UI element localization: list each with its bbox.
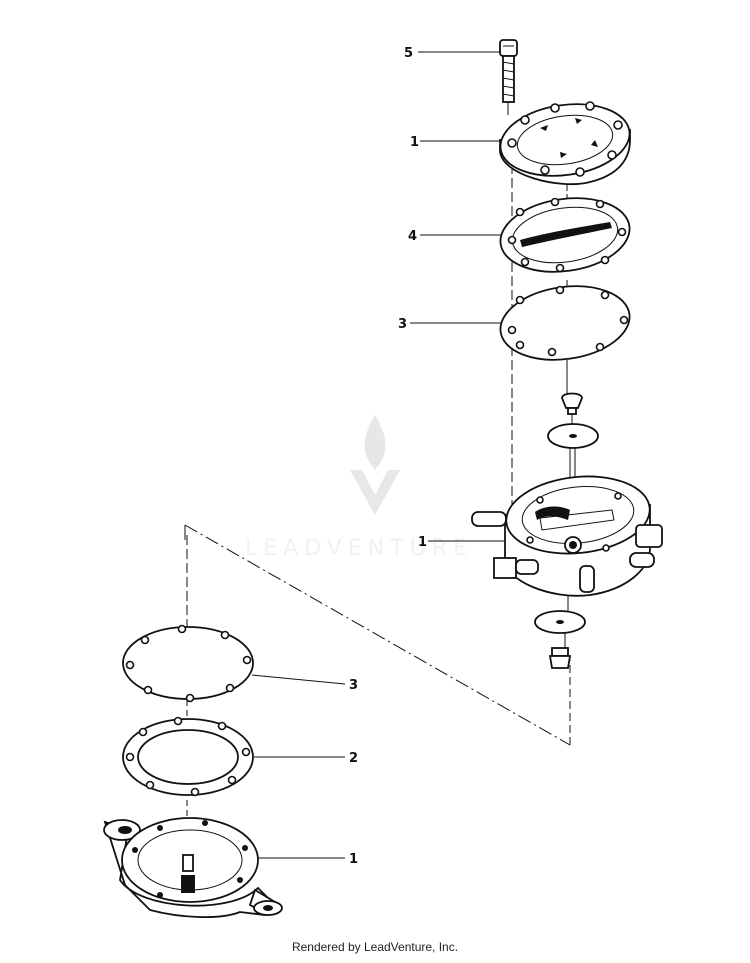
- callout-5-screw: 5: [404, 46, 413, 61]
- bottom-diaphragm-part: [122, 624, 254, 703]
- watermark-logo: LEADVENTURE: [245, 415, 473, 561]
- valve-washer-part: [547, 392, 599, 449]
- callout-1-cover: 1: [410, 135, 419, 150]
- footer-credit: Rendered by LeadVenture, Inc.: [291, 940, 459, 954]
- lower-washer-plug-part: [534, 610, 586, 669]
- callout-1-base: 1: [349, 852, 358, 867]
- callout-leader-lines: [251, 51, 505, 859]
- top-cover-part: [499, 101, 631, 186]
- callout-3-diaphragm-bottom: 3: [349, 678, 358, 693]
- callout-2-gasket: 2: [349, 751, 358, 766]
- bottom-gasket-part: [122, 716, 254, 797]
- callout-3-diaphragm-top: 3: [398, 317, 407, 332]
- pump-base-part: [103, 817, 283, 918]
- watermark-text: LEADVENTURE: [245, 536, 473, 561]
- callout-4-gasket: 4: [408, 229, 417, 244]
- callout-1-body: 1: [418, 535, 427, 550]
- screw-part: [499, 39, 518, 103]
- top-diaphragm-part: [499, 285, 631, 361]
- pump-body-part: [471, 475, 663, 597]
- slotted-gasket-part: [499, 197, 631, 273]
- callout-labels: 5 1 4 3 1 3 2 1: [349, 46, 427, 867]
